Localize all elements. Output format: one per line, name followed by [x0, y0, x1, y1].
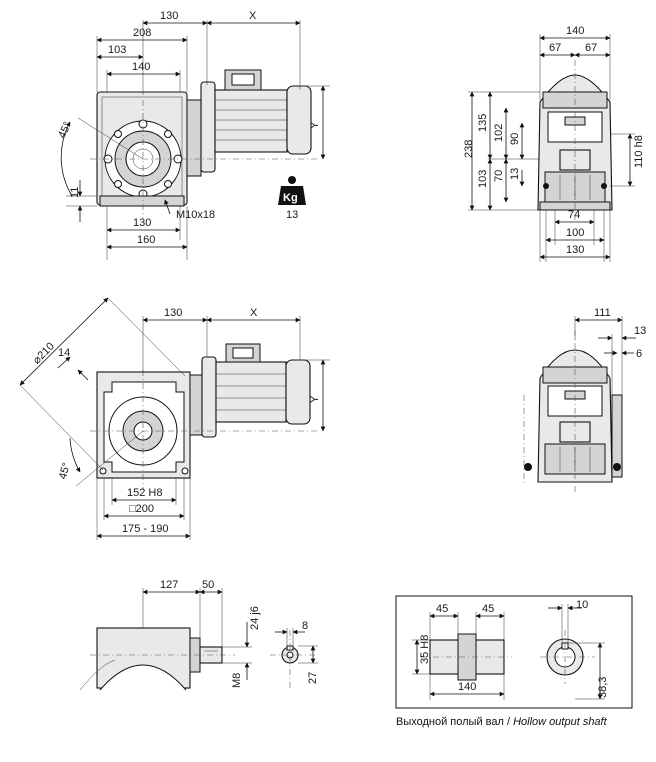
motor-flange: [200, 81, 216, 173]
weight-value: 13: [286, 209, 298, 221]
flange-motor-flange: [201, 356, 217, 438]
shaft-housing-arc: [99, 664, 187, 691]
dim-74: 74: [568, 209, 580, 221]
bolt-hole: [164, 180, 172, 188]
dim-50: 50: [202, 579, 214, 591]
dim-208: 208: [133, 27, 151, 39]
dim-160: 160: [137, 234, 155, 246]
bolt-hole: [114, 180, 122, 188]
view2-side-view: 140 67 67 238 135 102 90 103 70 13 110 h…: [463, 25, 645, 262]
motor-body: [214, 89, 288, 153]
flange-motor-body: [215, 361, 287, 423]
view3-flange-view: 130 X ⌀210 14 45° Y 152 H8 □200 175 - 19…: [19, 297, 330, 540]
dim-45-right: 45: [482, 603, 494, 615]
dim-238: 238: [463, 140, 475, 158]
housing-base: [99, 195, 185, 207]
dim-70: 70: [493, 170, 505, 182]
bolt-hole: [164, 130, 172, 138]
flange-bolt: [181, 467, 189, 475]
dim-x-flange: X: [250, 307, 258, 319]
dim-67-right: 67: [585, 42, 597, 54]
dim-13-flange: 13: [634, 325, 646, 337]
hollow-shaft-panel: 45 45 35 H8 140 10 38,3: [395, 595, 633, 709]
weight-icon-label: Kg: [283, 192, 298, 204]
dim-130-side-bottom: 130: [566, 244, 584, 256]
dim-35h8: 35 H8: [419, 635, 431, 664]
dim-175-190: 175 - 190: [122, 523, 168, 535]
dim-6: 6: [636, 348, 642, 360]
dim-152h8: 152 H8: [127, 487, 162, 499]
caption-separator: /: [506, 716, 511, 728]
view1-front-with-motor: 130 X 208 103 140 Y 45° 11 130 160 M10x1…: [56, 10, 330, 260]
dim-45-left: 45: [436, 603, 448, 615]
dim-x-top: X: [249, 10, 257, 22]
dim-103-side: 103: [477, 170, 489, 188]
caption-english: Hollow output shaft: [513, 716, 607, 728]
side-output-flange: [611, 394, 623, 478]
dim-130-flange: 130: [164, 307, 182, 319]
bolt-hole: [114, 130, 122, 138]
flange-motor-adapter: [189, 374, 203, 436]
thread-m8: M8: [231, 673, 243, 688]
dim-111: 111: [594, 307, 611, 319]
view5-solid-shaft: 127 50 24 j6 M8 8 27: [79, 579, 319, 691]
view4-side-flange: 111 13 6: [523, 307, 646, 495]
dim-27: 27: [307, 672, 319, 684]
dim-67-left: 67: [549, 42, 561, 54]
dim-103: 103: [108, 44, 126, 56]
dim-14: 14: [58, 347, 70, 359]
caption-russian: Выходной полый вал: [396, 716, 504, 728]
weight-icon: Kg: [278, 176, 306, 205]
dim-13-side: 13: [509, 168, 521, 180]
motor-fan-cover: [286, 85, 312, 155]
angle-45: 45°: [56, 120, 74, 140]
dim-130-bottom: 130: [133, 217, 151, 229]
angle-45-flange: 45°: [57, 461, 73, 480]
flange-bolt: [99, 467, 107, 475]
motor-adapter: [186, 99, 202, 177]
flange-motor-fan: [285, 359, 311, 425]
dim-38-3: 38,3: [597, 677, 609, 698]
dim-24j6: 24 j6: [249, 606, 261, 630]
dim-square-200: □200: [129, 503, 154, 515]
terminal-box-cover: [231, 73, 255, 86]
dim-diameter-210: ⌀210: [31, 340, 57, 366]
thread-m10x18: M10x18: [176, 209, 215, 221]
dim-100: 100: [566, 227, 584, 239]
dim-135: 135: [477, 114, 489, 132]
dim-140-hollow: 140: [458, 681, 476, 693]
hollow-shaft-caption: Выходной полый вал / Hollow output shaft: [396, 716, 607, 728]
dim-key-8: 8: [302, 620, 308, 632]
dim-110h8: 110 h8: [633, 135, 645, 168]
dim-y: Y: [309, 121, 321, 129]
dim-90: 90: [509, 133, 521, 145]
dim-key-10: 10: [576, 599, 588, 611]
dim-130-top: 130: [160, 10, 178, 22]
dim-102: 102: [493, 124, 505, 142]
dim-11: 11: [69, 187, 81, 198]
dim-127: 127: [160, 579, 178, 591]
dim-y-flange: Y: [309, 395, 321, 403]
flange-terminal-cover: [232, 347, 254, 359]
dim-140-side: 140: [566, 25, 584, 37]
dim-140: 140: [132, 61, 150, 73]
